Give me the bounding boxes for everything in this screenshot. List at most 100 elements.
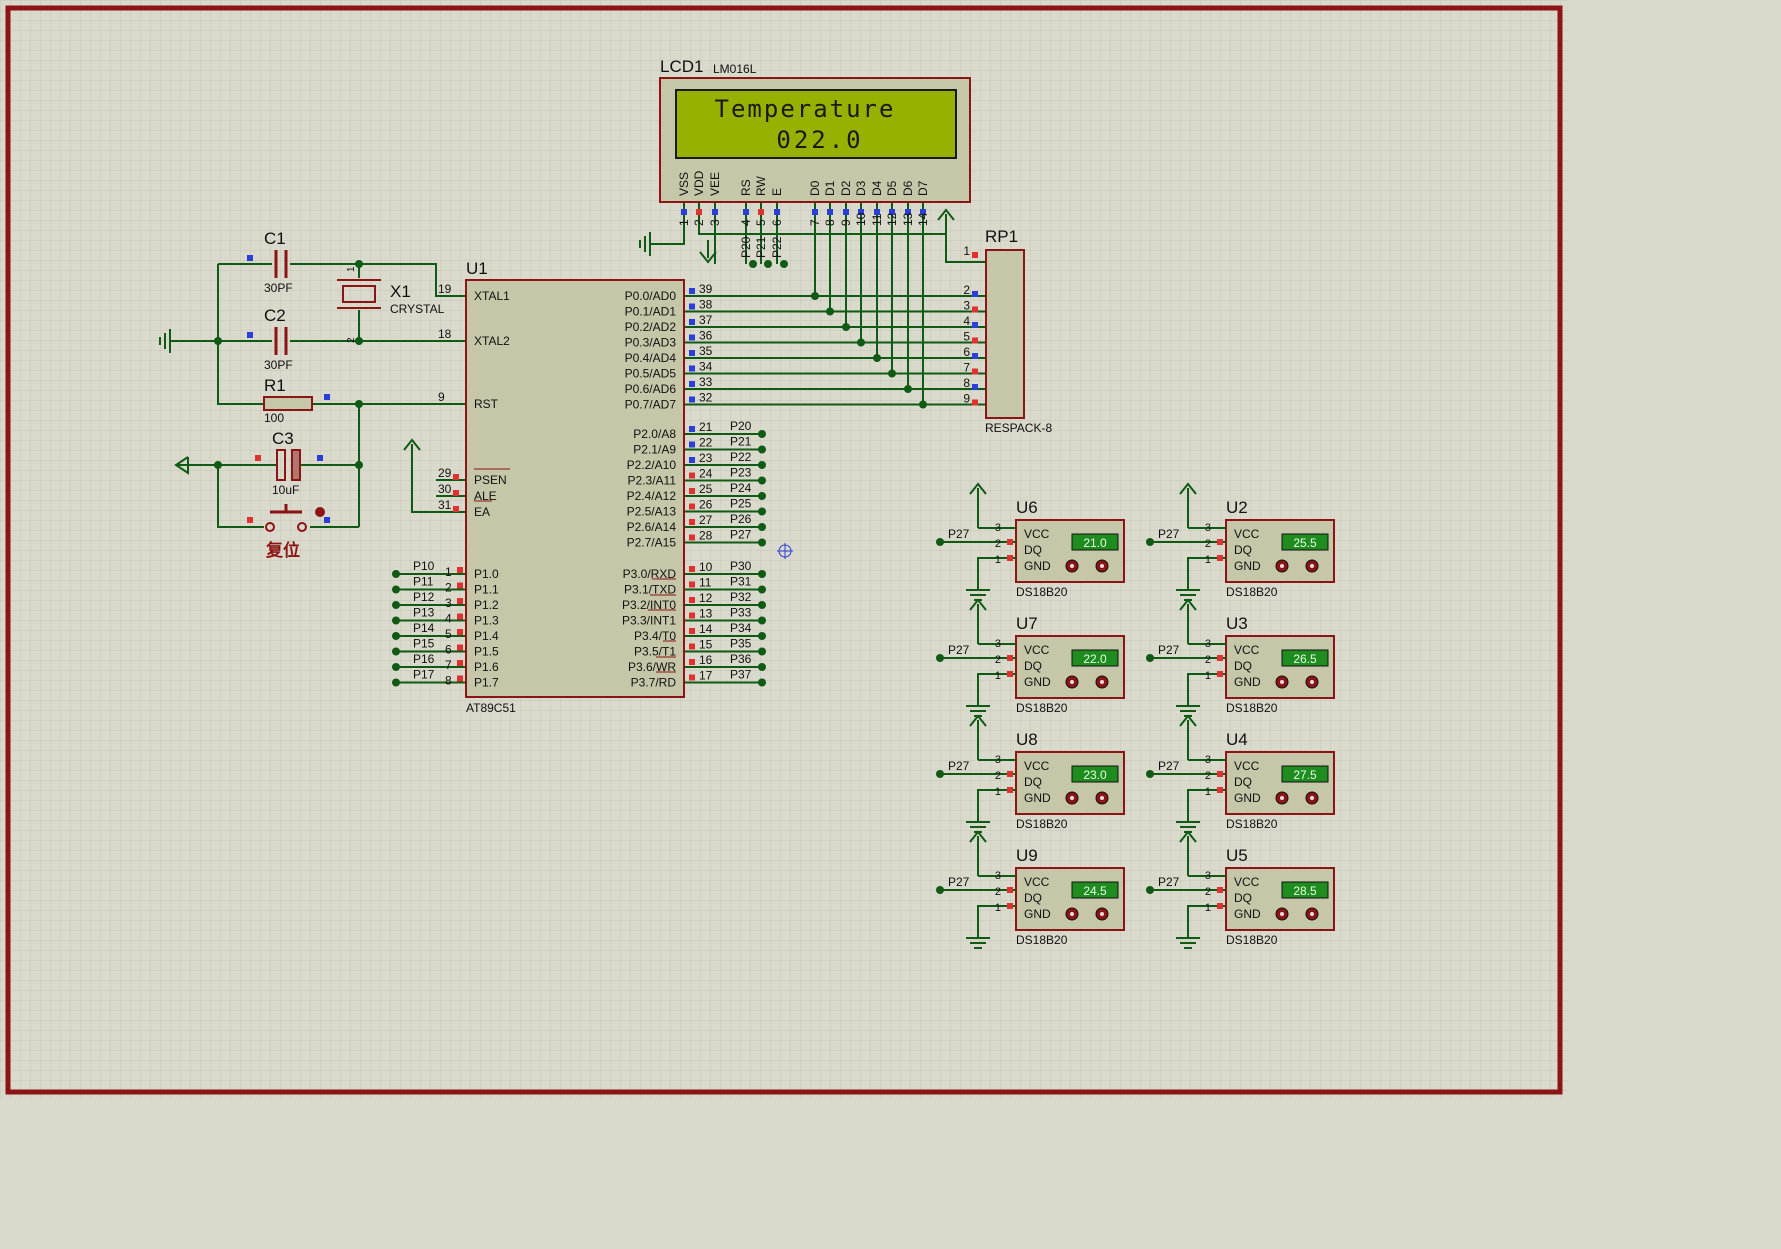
sensor-pin-dq: DQ bbox=[1024, 891, 1042, 905]
mcu-pin-name-rst: RST bbox=[474, 397, 499, 411]
p3-net-label-P37: P37 bbox=[730, 668, 752, 682]
sensor-gnd-wire bbox=[1187, 789, 1226, 812]
sensor-adjust-dot bbox=[1070, 680, 1074, 684]
mcu-pin-num-3: 3 bbox=[445, 596, 452, 610]
sensor-power-arrow bbox=[969, 714, 987, 738]
rp1-common-wire bbox=[945, 232, 986, 263]
c3-ref: C3 bbox=[272, 429, 294, 448]
pin-marker bbox=[920, 209, 926, 215]
btn-wire-left bbox=[217, 465, 264, 528]
pin-marker bbox=[1007, 903, 1013, 909]
mcu-pin-name-P1.5: P1.5 bbox=[474, 645, 499, 659]
mcu-pin-num-7: 7 bbox=[445, 658, 452, 672]
power-head bbox=[403, 438, 421, 451]
mcu-pin-num-10: 10 bbox=[699, 560, 713, 574]
sensor-adjust-dot bbox=[1070, 564, 1074, 568]
rp1-pin-num-8: 8 bbox=[963, 376, 970, 390]
r1-ref: R1 bbox=[264, 376, 286, 395]
p3-net-label-P34: P34 bbox=[730, 621, 752, 635]
mcu-pin-name-P0.2/AD2: P0.2/AD2 bbox=[625, 320, 677, 334]
pin-marker bbox=[1007, 655, 1013, 661]
mcu-pin-name-P3.2/INT0: P3.2/INT0 bbox=[622, 598, 676, 612]
sensor-pin-vcc: VCC bbox=[1234, 527, 1260, 541]
lcd-line1: Temperature bbox=[715, 95, 896, 123]
mcu-pin-num-9: 9 bbox=[438, 390, 445, 404]
pin-marker bbox=[689, 350, 695, 356]
c3-value: 10uF bbox=[272, 483, 299, 497]
mcu-pin-num-28: 28 bbox=[699, 529, 713, 543]
power-head bbox=[969, 598, 987, 611]
pin-marker bbox=[457, 660, 463, 666]
lcd-pin-num-12: 12 bbox=[885, 212, 899, 226]
pin-marker bbox=[712, 209, 718, 215]
sensor-display bbox=[1071, 649, 1119, 667]
sensor-ref-U7: U7 bbox=[1016, 614, 1038, 633]
junction-dot bbox=[355, 260, 363, 268]
pin-marker bbox=[247, 517, 253, 523]
pin-marker bbox=[1007, 787, 1013, 793]
sensor-pin-num: 1 bbox=[1205, 786, 1211, 798]
p1-net-terminal bbox=[392, 647, 400, 656]
pin-marker bbox=[889, 209, 895, 215]
mcu-ref: U1 bbox=[466, 259, 488, 278]
rp1-pin-num-5: 5 bbox=[963, 330, 970, 344]
x1-ref: X1 bbox=[390, 282, 411, 301]
sensor-power-arrow bbox=[1179, 714, 1197, 738]
x1-value: CRYSTAL bbox=[390, 302, 445, 316]
mcu-pin-num-24: 24 bbox=[699, 467, 713, 481]
p2-net-label-P21: P21 bbox=[730, 435, 752, 449]
power-head bbox=[937, 208, 955, 221]
pin-marker bbox=[812, 209, 818, 215]
junction-dot bbox=[355, 461, 363, 469]
sensor-gnd-wire bbox=[977, 789, 1016, 812]
pin-marker bbox=[689, 643, 695, 650]
p2-net-label-P24: P24 bbox=[730, 481, 752, 495]
sensor-pin-dq: DQ bbox=[1234, 775, 1252, 789]
sensor-model: DS18B20 bbox=[1226, 701, 1278, 715]
sensor-model: DS18B20 bbox=[1226, 933, 1278, 947]
mcu-pin-name-P0.4/AD4: P0.4/AD4 bbox=[625, 351, 677, 365]
sensor-ground bbox=[966, 812, 990, 833]
pin-marker bbox=[689, 674, 695, 681]
p2-net-terminal bbox=[758, 523, 766, 531]
button-indicator bbox=[315, 507, 325, 517]
lcd-model: LM016L bbox=[713, 62, 757, 76]
sensor-net-label: P27 bbox=[948, 875, 970, 889]
mcu-body bbox=[465, 279, 685, 698]
button-contact bbox=[297, 522, 307, 532]
x1-pin2: 2 bbox=[346, 337, 357, 343]
pin-marker bbox=[689, 396, 695, 403]
pin-marker bbox=[324, 394, 330, 400]
sensor-display bbox=[1071, 881, 1119, 899]
pin-marker bbox=[689, 628, 695, 634]
sensor-adjust-dot bbox=[1310, 680, 1314, 684]
sensor-pin-num: 3 bbox=[1205, 638, 1211, 650]
p1-net-label-P16: P16 bbox=[413, 652, 435, 666]
sensor-net-label: P27 bbox=[948, 527, 970, 541]
power-head bbox=[969, 482, 987, 495]
lcd-pin-num-8: 8 bbox=[823, 219, 837, 226]
lcd-ctrl-terminal bbox=[749, 260, 757, 268]
pin-marker bbox=[774, 209, 780, 215]
mcu-pin-name-P1.3: P1.3 bbox=[474, 614, 499, 628]
pin-marker bbox=[972, 306, 978, 313]
sensor-adjust-dot bbox=[1310, 912, 1314, 916]
p2-net-label-P26: P26 bbox=[730, 512, 752, 526]
pin-marker bbox=[1217, 787, 1223, 793]
p2-net-label-P25: P25 bbox=[730, 497, 752, 511]
mcu-pin-num-30: 30 bbox=[438, 482, 452, 496]
pin-marker bbox=[689, 597, 695, 603]
sensor-adjust-dot bbox=[1070, 912, 1074, 916]
pin-marker bbox=[689, 365, 695, 372]
mcu-pin-num-32: 32 bbox=[699, 391, 713, 405]
mcu-pin-num-17: 17 bbox=[699, 669, 713, 683]
p3-net-label-P31: P31 bbox=[730, 575, 752, 589]
pin-marker bbox=[758, 209, 764, 215]
sensor-ground bbox=[966, 928, 990, 949]
sensor-pin-dq: DQ bbox=[1234, 543, 1252, 557]
lcd-pin-name-D7: D7 bbox=[916, 180, 930, 196]
mcu-pin-num-11: 11 bbox=[699, 576, 712, 590]
sensor-gnd-wire bbox=[1187, 905, 1226, 928]
